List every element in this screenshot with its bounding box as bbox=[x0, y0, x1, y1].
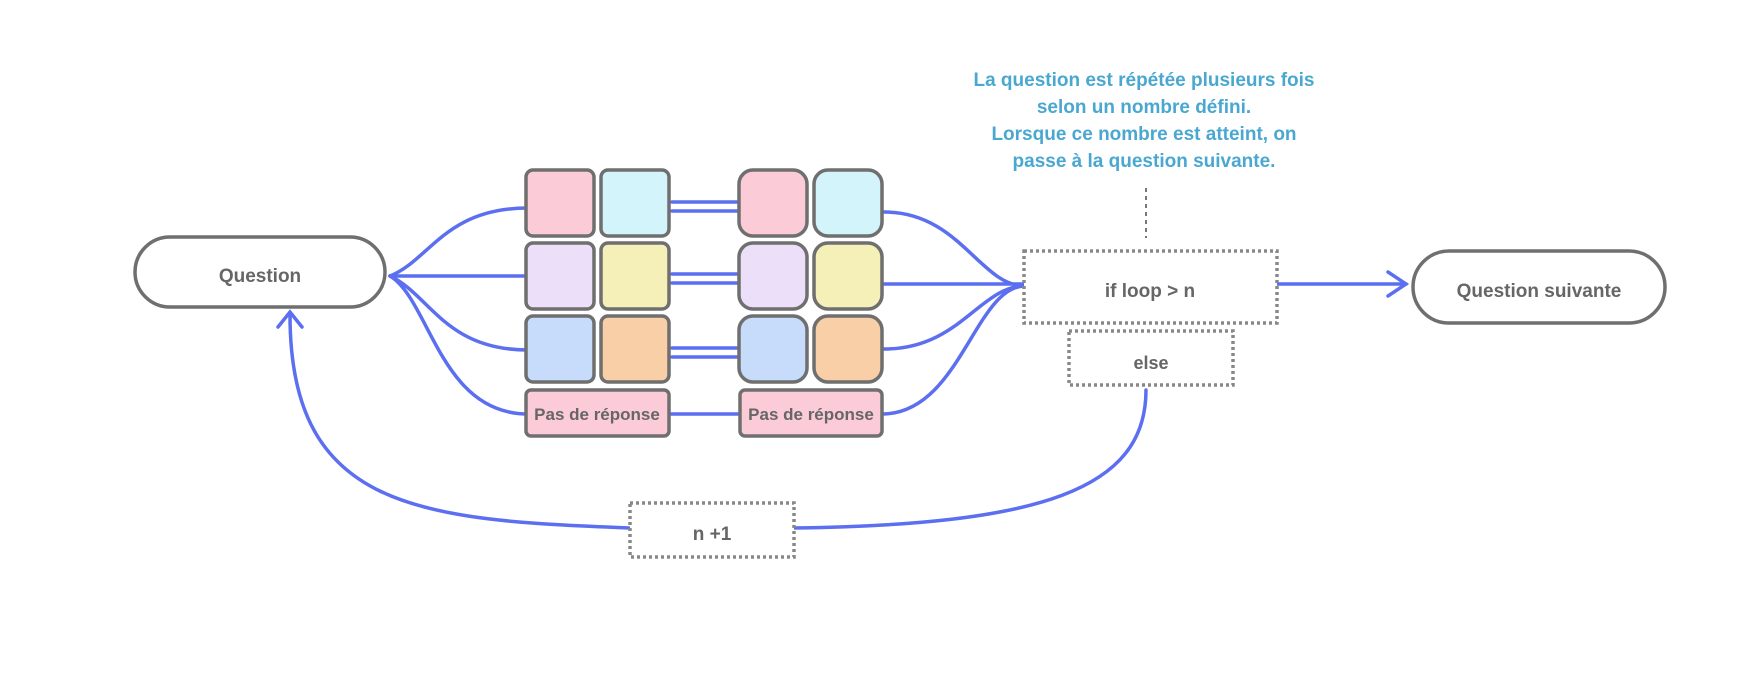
choice-lavender-2 bbox=[737, 241, 809, 311]
choice-orange-2 bbox=[812, 314, 884, 384]
no-answer-label-1: Pas de réponse bbox=[534, 405, 660, 424]
connector-question-row4 bbox=[388, 274, 530, 416]
next-question-label: Question suivante bbox=[1457, 281, 1622, 302]
question-node: Question bbox=[133, 235, 387, 309]
choice-cyan-2 bbox=[812, 168, 884, 238]
answer-group-1: Pas de réponse bbox=[524, 168, 671, 438]
choice-pink-2 bbox=[737, 168, 809, 238]
arrowhead-next-icon bbox=[1386, 270, 1410, 298]
connector-row1-condition bbox=[882, 210, 1027, 288]
note-line-3: Lorsque ce nombre est atteint, on bbox=[991, 124, 1296, 145]
no-answer-box-2 bbox=[738, 388, 884, 438]
note-line-1: La question est répétée plusieurs fois bbox=[973, 70, 1314, 91]
choice-yellow-1 bbox=[599, 241, 671, 311]
else-label: else bbox=[1133, 353, 1168, 373]
connector-increment-question bbox=[288, 313, 631, 530]
arrowhead-question-icon bbox=[276, 309, 304, 329]
increment-node: n +1 bbox=[628, 501, 796, 559]
no-answer-label-2: Pas de réponse bbox=[748, 405, 874, 424]
choice-cyan-1 bbox=[599, 168, 671, 238]
note-line-4: passe à la question suivante. bbox=[1013, 151, 1276, 172]
connector-question-row1 bbox=[388, 206, 530, 278]
choice-lavender-1 bbox=[524, 241, 596, 311]
choice-blue-2 bbox=[737, 314, 809, 384]
condition-node: if loop > n bbox=[1022, 249, 1279, 325]
connector-else-increment bbox=[789, 388, 1148, 530]
choice-yellow-2 bbox=[812, 241, 884, 311]
choice-pink-1 bbox=[524, 168, 596, 238]
note-line-2: selon un nombre défini. bbox=[1037, 97, 1251, 118]
condition-label: if loop > n bbox=[1105, 281, 1195, 302]
choice-blue-1 bbox=[524, 314, 596, 384]
connector-question-row3 bbox=[388, 274, 530, 352]
choice-orange-1 bbox=[599, 314, 671, 384]
question-label: Question bbox=[219, 266, 301, 287]
increment-label: n +1 bbox=[693, 524, 732, 545]
answer-group-2: Pas de réponse bbox=[737, 168, 884, 438]
no-answer-box-1 bbox=[524, 388, 671, 438]
next-question-node: Question suivante bbox=[1411, 249, 1667, 325]
note: La question est répétée plusieurs fois s… bbox=[973, 70, 1314, 172]
connector-row4-condition bbox=[880, 284, 1027, 416]
else-node: else bbox=[1067, 329, 1235, 387]
